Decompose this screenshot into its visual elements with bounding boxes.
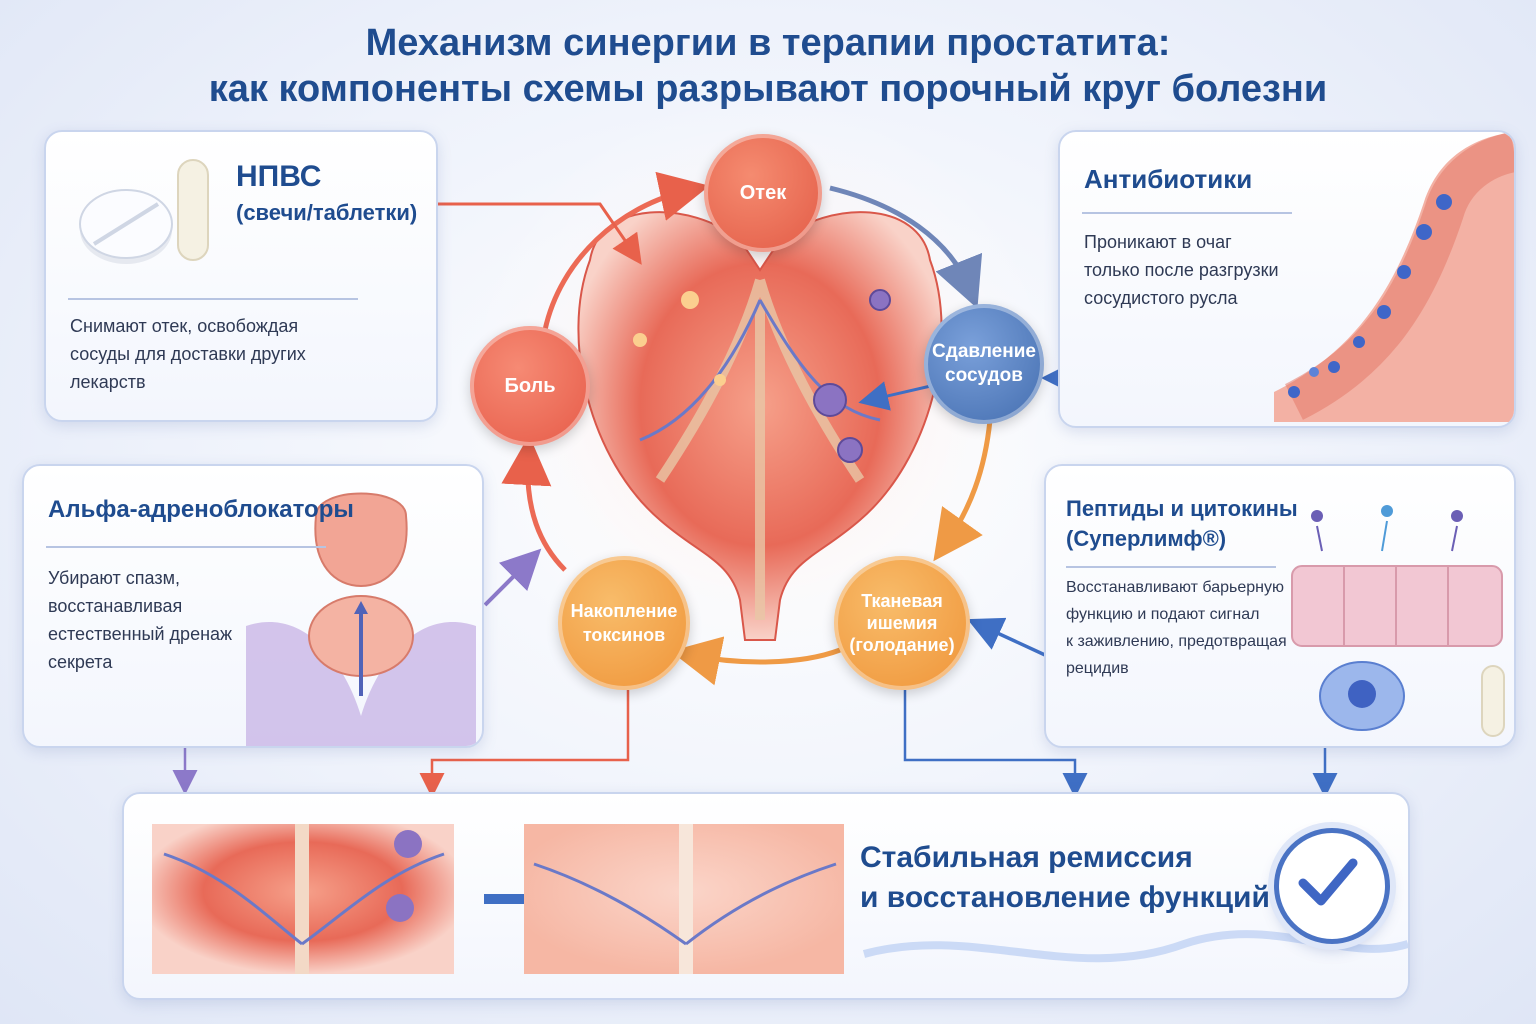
- arrow-ischemia-to-toxins: [670, 636, 841, 686]
- nsaid-subtitle: (свечи/таблетки): [236, 200, 418, 225]
- node-ischemia-line-1: Тканевая: [861, 591, 943, 611]
- nsaid-card: НПВС (свечи/таблетки) Снимают отек, осво…: [44, 130, 438, 422]
- node-toxins-line-1: Накопление: [570, 601, 678, 621]
- nsaid-text-line-2: сосуды для доставки других: [70, 344, 306, 364]
- blood-vessel-illustration: [1274, 132, 1514, 422]
- nsaid-text-line-3: лекарств: [70, 372, 146, 392]
- connector-nsaid-to-edema: [438, 202, 642, 265]
- peptides-divider: [1066, 566, 1276, 568]
- alpha-text-line-1: Убирают спазм,: [48, 568, 180, 588]
- drop-ischemia-to-remission: [903, 690, 1088, 798]
- alpha-divider: [46, 546, 326, 548]
- nsaid-text-line-1: Снимают отек, освобождая: [70, 316, 299, 336]
- connector-peptides-to-ischemia: [967, 617, 1046, 657]
- node-vessel-compression: Сдавление сосудов: [924, 304, 1044, 424]
- peptides-text-line-1: Восстанавливают барьерную: [1066, 579, 1284, 596]
- alpha-blockers-title: Альфа-адреноблокаторы: [48, 496, 354, 523]
- checkmark-icon: [1274, 828, 1390, 944]
- peptides-text-line-3: к заживлению, предотвращая: [1066, 633, 1287, 650]
- arrow-compression-to-ischemia: [933, 419, 993, 562]
- peptides-subtitle: (Суперлимф®): [1066, 526, 1227, 551]
- inflamed-prostate-illustration: [577, 211, 943, 641]
- arrow-toxins-to-pain: [501, 435, 567, 572]
- antibiotics-text-line-1: Проникают в очаг: [1084, 232, 1232, 252]
- arrow-pain-to-edema: [542, 171, 710, 331]
- arrow-edema-to-compression: [829, 185, 983, 309]
- node-toxin-accumulation: Накопление токсинов: [558, 556, 690, 690]
- connector-compression-to-prostate: [858, 381, 936, 411]
- alpha-text-line-2: восстанавливая: [48, 596, 183, 616]
- alpha-description: Убирают спазм, восстанавливая естественн…: [48, 564, 232, 676]
- node-ischemia-line-3: (голодание): [849, 635, 955, 655]
- node-compression-line-1: Сдавление: [932, 341, 1036, 362]
- antibiotics-text-line-2: только после разгрузки: [1084, 260, 1279, 280]
- nsaid-title: НПВС: [236, 160, 322, 193]
- antibiotics-description: Проникают в очаг только после разгрузки …: [1084, 228, 1279, 312]
- antibiotics-card: Антибиотики Проникают в очаг только посл…: [1058, 130, 1516, 428]
- pill-and-suppository-icon: [79, 159, 209, 264]
- peptides-card: Пептиды и цитокины (Суперлимф®) Восстана…: [1044, 464, 1516, 748]
- drop-toxins-to-remission: [419, 690, 630, 798]
- remission-line-2: и восстановление функций: [860, 881, 1270, 914]
- peptides-text-line-4: рецидив: [1066, 660, 1129, 677]
- node-pain-label: Боль: [504, 375, 556, 397]
- peptides-title: Пептиды и цитокины: [1066, 496, 1298, 521]
- peptides-description: Восстанавливают барьерную функцию и пода…: [1066, 574, 1287, 682]
- remission-line-1: Стабильная ремиссия: [860, 841, 1193, 874]
- antibiotics-divider: [1082, 212, 1292, 214]
- title-line-1: Механизм синергии в терапии простатита:: [365, 22, 1171, 64]
- node-tissue-ischemia: Тканевая ишемия (голодание): [834, 556, 970, 690]
- nsaid-divider: [68, 298, 358, 300]
- page-title: Механизм синергии в терапии простатита: …: [0, 20, 1536, 112]
- alpha-text-line-3: естественный дренаж: [48, 624, 233, 644]
- alpha-text-line-4: секрета: [48, 652, 113, 672]
- remission-panel: [122, 792, 1410, 1000]
- nsaid-description: Снимают отек, освобождая сосуды для дост…: [70, 312, 306, 396]
- node-pain: Боль: [470, 326, 590, 446]
- remission-title: Стабильная ремиссия и восстановление фун…: [860, 838, 1270, 918]
- node-compression-line-2: сосудов: [945, 365, 1023, 386]
- bladder-illustration: [246, 492, 476, 746]
- alpha-blockers-card: Альфа-адреноблокаторы Убирают спазм, вос…: [22, 464, 484, 748]
- epithelium-cells-illustration: [1291, 505, 1505, 737]
- antibiotics-title: Антибиотики: [1084, 164, 1253, 194]
- node-edema: Отек: [704, 134, 822, 252]
- antibiotics-text-line-3: сосудистого русла: [1084, 288, 1238, 308]
- peptides-text-line-2: функцию и подают сигнал: [1066, 606, 1260, 623]
- before-after-illustration: [152, 824, 1408, 974]
- node-ischemia-line-2: ишемия: [866, 613, 938, 633]
- node-edema-label: Отек: [739, 182, 787, 204]
- node-toxins-line-2: токсинов: [582, 625, 666, 645]
- connector-alpha-to-cycle: [483, 548, 542, 607]
